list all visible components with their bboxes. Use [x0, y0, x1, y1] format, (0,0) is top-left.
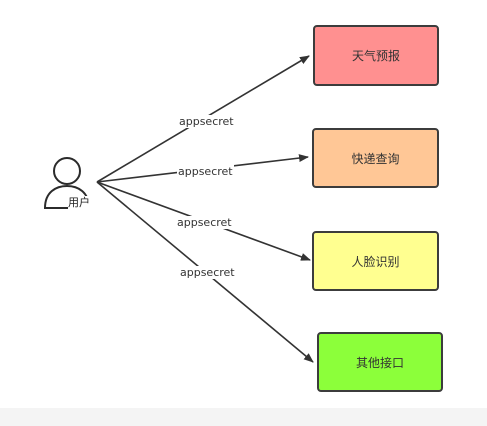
- node-express-query: 快递查询: [312, 128, 439, 188]
- edge-label-express: appsecret: [177, 165, 234, 178]
- edge-label-weather: appsecret: [178, 115, 235, 128]
- node-label: 天气预报: [351, 49, 400, 63]
- actor-label: 用户: [68, 196, 90, 209]
- node-label: 快递查询: [351, 151, 400, 166]
- bottom-band: [0, 408, 487, 426]
- edge-label-face: appsecret: [176, 216, 233, 229]
- node-weather-forecast: 天气预报: [313, 25, 439, 86]
- edge-label-other: appsecret: [179, 266, 236, 279]
- node-face-recognition: 人脸识别: [312, 231, 439, 291]
- node-label: 其他接口: [355, 355, 404, 370]
- node-other-interfaces: 其他接口: [317, 332, 443, 392]
- node-label: 人脸识别: [351, 254, 400, 269]
